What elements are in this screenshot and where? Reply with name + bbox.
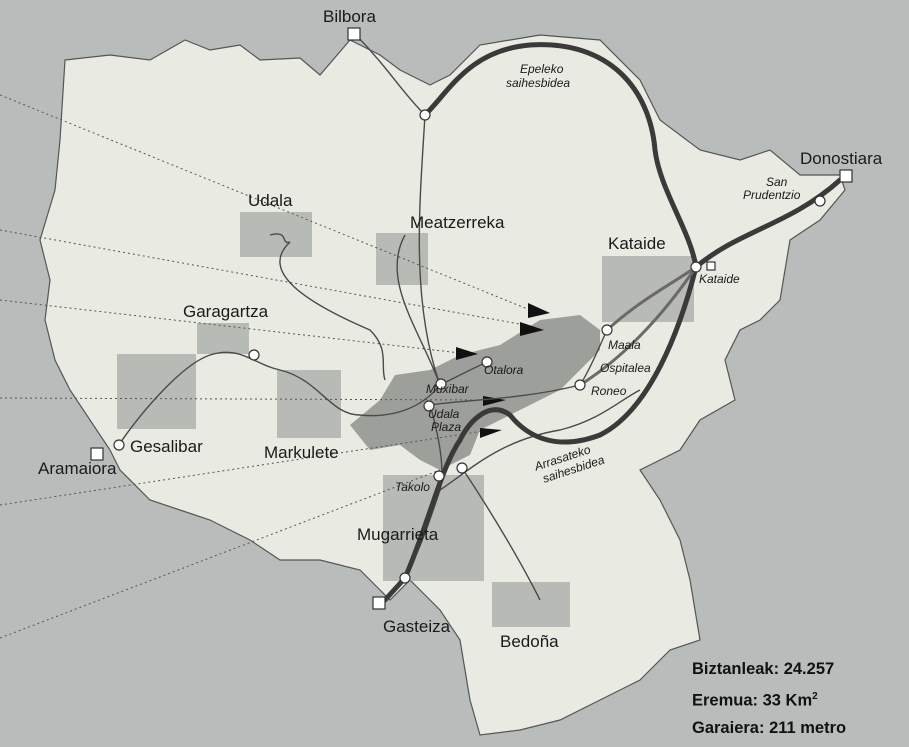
label-aramaiora: Aramaiora bbox=[38, 459, 117, 478]
label-ospitalea: Ospitalea bbox=[600, 361, 651, 375]
stats-altitude: Garaiera: 211 metro bbox=[692, 718, 847, 737]
label-bilbora: Bilbora bbox=[323, 7, 376, 26]
label-epeleko-1: Epeleko bbox=[520, 62, 564, 76]
label-bedona: Bedoña bbox=[500, 632, 559, 651]
label-san-prudentzio-1: San bbox=[766, 175, 788, 189]
zone-gesalibar bbox=[117, 354, 196, 429]
label-maala: Maala bbox=[608, 338, 641, 352]
stats-area: Eremua: 33 Km2 bbox=[692, 691, 818, 710]
donostiara-highway bbox=[693, 177, 843, 270]
label-meatzerreka: Meatzerreka bbox=[410, 213, 505, 232]
label-mugarrieta: Mugarrieta bbox=[357, 525, 439, 544]
label-takolo: Takolo bbox=[395, 480, 430, 494]
urban-core bbox=[350, 315, 600, 470]
kataide-marker bbox=[706, 261, 716, 271]
aramaiora-marker bbox=[90, 447, 104, 461]
label-gasteiza: Gasteiza bbox=[383, 617, 451, 636]
stats-panel: Biztanleak: 24.257 Eremua: 33 Km2 Garaie… bbox=[692, 656, 846, 742]
bilbora-marker bbox=[347, 27, 361, 41]
label-donostiara: Donostiara bbox=[800, 149, 883, 168]
stats-population: Biztanleak: 24.257 bbox=[692, 660, 835, 678]
zone-markulete bbox=[277, 370, 341, 438]
label-san-prudentzio-2: Prudentzio bbox=[743, 188, 801, 202]
epeleko-bypass bbox=[422, 42, 699, 270]
zone-bedona bbox=[492, 582, 570, 627]
label-epeleko-2: saihesbidea bbox=[506, 76, 570, 90]
label-udala-plaza-1: Udala bbox=[428, 407, 460, 421]
label-otalora: Otalora bbox=[484, 363, 524, 377]
destination-markers bbox=[90, 27, 853, 610]
arrow-markers bbox=[456, 303, 550, 438]
label-kataide-junction: Kataide bbox=[699, 272, 740, 286]
donostiara-marker bbox=[839, 169, 853, 183]
zone-garagartza bbox=[197, 323, 249, 354]
label-roneo: Roneo bbox=[591, 384, 627, 398]
label-markulete: Markulete bbox=[264, 443, 339, 462]
label-kataide: Kataide bbox=[608, 234, 666, 253]
label-muxibar: Muxibar bbox=[426, 382, 470, 396]
junction-markers bbox=[113, 109, 826, 584]
gasteiza-marker bbox=[372, 596, 386, 610]
label-garagartza: Garagartza bbox=[183, 302, 269, 321]
gray-link-roads bbox=[579, 265, 698, 387]
zone-mugarrieta bbox=[383, 475, 484, 581]
local-roads bbox=[118, 33, 641, 601]
label-gesalibar: Gesalibar bbox=[130, 437, 203, 456]
leader-lines bbox=[0, 94, 531, 639]
zone-boxes bbox=[117, 212, 694, 627]
label-udala-plaza-2: Plaza bbox=[431, 420, 461, 434]
label-udala: Udala bbox=[248, 191, 293, 210]
